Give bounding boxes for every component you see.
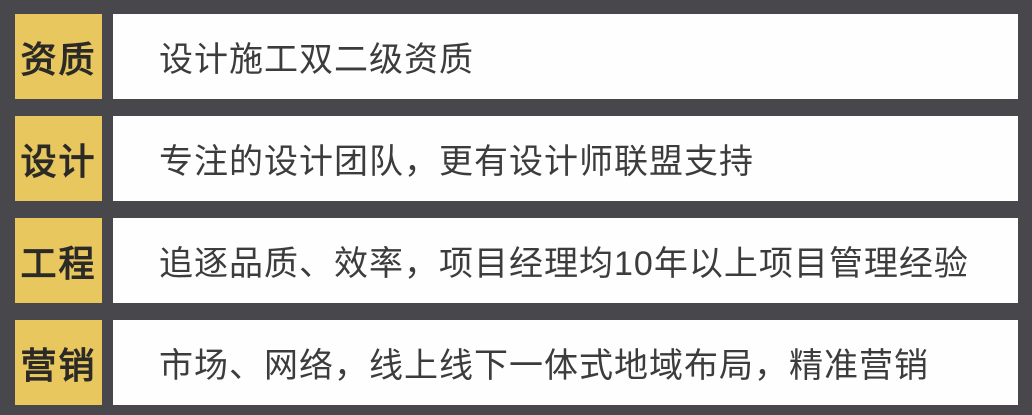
strength-row-engineering: 工程 追逐品质、效率，项目经理均10年以上项目管理经验 (15, 218, 1018, 303)
category-badge-engineering: 工程 (15, 218, 102, 303)
description-text: 设计施工双二级资质 (159, 41, 474, 79)
category-label: 工程 (20, 242, 97, 284)
category-badge-design: 设计 (15, 116, 102, 201)
description-text: 市场、网络，线上线下一体式地域布局，精准营销 (159, 347, 929, 385)
category-label: 营销 (20, 344, 97, 386)
category-badge-marketing: 营销 (15, 320, 102, 405)
strength-row-marketing: 营销 市场、网络，线上线下一体式地域布局，精准营销 (15, 320, 1018, 405)
description-text: 专注的设计团队，更有设计师联盟支持 (159, 143, 754, 181)
description-bar-engineering: 追逐品质、效率，项目经理均10年以上项目管理经验 (113, 218, 1018, 303)
category-label: 设计 (20, 140, 97, 182)
strength-row-qualification: 资质 设计施工双二级资质 (15, 14, 1018, 99)
category-badge-qualification: 资质 (15, 14, 102, 99)
description-bar-qualification: 设计施工双二级资质 (113, 14, 1018, 99)
category-label: 资质 (20, 38, 97, 80)
description-bar-design: 专注的设计团队，更有设计师联盟支持 (113, 116, 1018, 201)
description-bar-marketing: 市场、网络，线上线下一体式地域布局，精准营销 (113, 320, 1018, 405)
strength-row-design: 设计 专注的设计团队，更有设计师联盟支持 (15, 116, 1018, 201)
description-text: 追逐品质、效率，项目经理均10年以上项目管理经验 (159, 245, 969, 283)
